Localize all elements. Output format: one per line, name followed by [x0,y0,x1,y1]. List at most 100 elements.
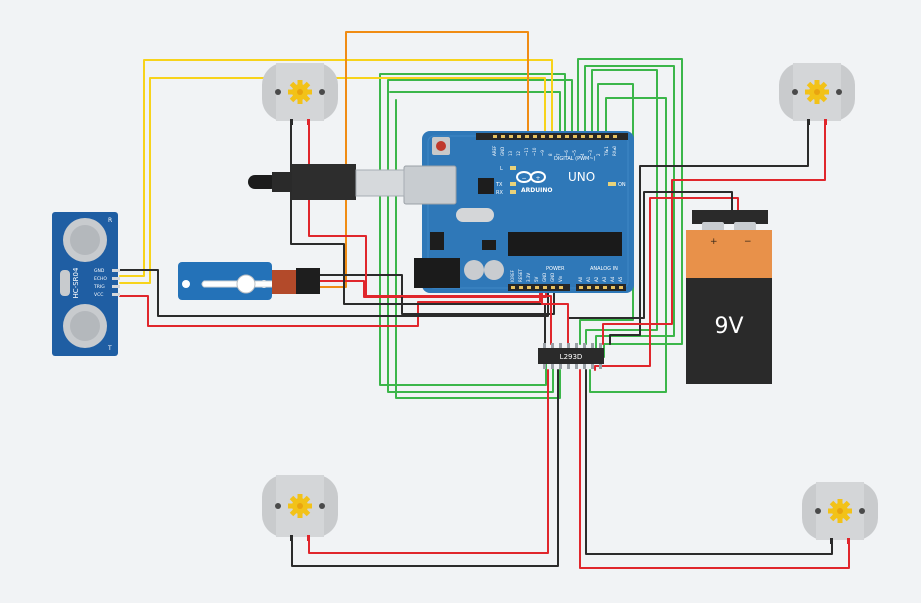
header-pin[interactable] [613,135,617,138]
red-wire[interactable] [541,287,569,345]
header-pin[interactable] [533,135,537,138]
power-wires[interactable] [119,120,850,569]
yellow-wire[interactable] [119,77,546,284]
driver-leg[interactable] [591,343,594,349]
battery-9v[interactable]: + − 9V [686,210,772,384]
driver-leg[interactable] [583,343,586,349]
driver-leg[interactable] [567,363,570,369]
dc-motor[interactable] [779,63,855,125]
header-pin[interactable] [543,286,547,289]
motor-terminal[interactable] [307,535,310,541]
header-pin[interactable] [597,135,601,138]
header-pin[interactable] [549,135,553,138]
sensor-pin[interactable] [112,285,120,288]
header-pin[interactable] [603,286,607,289]
header-pin[interactable] [557,135,561,138]
reset-button-cap[interactable] [436,141,446,151]
driver-leg[interactable] [543,343,546,349]
sensor-pin[interactable] [112,277,120,280]
sensor-pin[interactable] [112,293,120,296]
yellow-wire[interactable] [119,59,553,277]
driver-leg[interactable] [559,343,562,349]
driver-leg[interactable] [551,343,554,349]
orange-wire[interactable] [319,31,529,288]
motor-terminal[interactable] [847,538,850,544]
red-wire[interactable] [602,120,826,345]
motor-terminal[interactable] [290,535,293,541]
green-wire[interactable] [395,99,561,399]
driver-leg[interactable] [575,343,578,349]
signal-wires[interactable] [119,31,553,288]
header-pin[interactable] [589,135,593,138]
black-wire[interactable] [299,274,555,315]
sensor-pin[interactable] [112,269,120,272]
green-wire[interactable] [589,97,667,393]
driver-leg[interactable] [575,363,578,369]
red-wire[interactable] [308,369,549,554]
header-pin[interactable] [511,286,515,289]
header-pin[interactable] [527,286,531,289]
motor-terminal[interactable] [307,119,310,125]
battery-terminal-plus[interactable] [702,222,724,232]
motor-terminal[interactable] [824,119,827,125]
l293d-driver[interactable]: L293D [538,343,604,369]
header-pin[interactable] [519,286,523,289]
header-pin[interactable] [587,286,591,289]
green-wire[interactable] [577,58,683,358]
driver-leg[interactable] [551,363,554,369]
servo-motor[interactable] [178,262,320,300]
header-pin[interactable] [551,286,555,289]
green-wire[interactable] [389,91,561,136]
dc-motor[interactable] [262,63,338,125]
battery-terminal-minus[interactable] [734,222,756,232]
motor-terminal[interactable] [830,538,833,544]
header-pin[interactable] [541,135,545,138]
servo-connector[interactable] [296,268,320,294]
header-pin[interactable] [579,286,583,289]
red-wire[interactable] [119,287,541,327]
driver-leg[interactable] [559,363,562,369]
header-pin[interactable] [509,135,513,138]
green-wire[interactable] [584,65,675,358]
driver-leg[interactable] [591,363,594,369]
usb-cable[interactable] [248,164,405,200]
motor-terminal[interactable] [807,119,810,125]
black-wire[interactable] [291,369,559,567]
black-wire[interactable] [585,369,833,555]
green-wire[interactable] [379,73,566,386]
header-pin[interactable] [493,135,497,138]
driver-leg[interactable] [599,343,602,349]
analog-header[interactable] [576,284,626,291]
dc-motors[interactable] [262,63,878,544]
driver-leg[interactable] [567,343,570,349]
header-pin[interactable] [559,286,563,289]
black-wire[interactable] [609,120,809,345]
header-pin[interactable] [573,135,577,138]
header-pin[interactable] [565,135,569,138]
dc-motor[interactable] [802,482,878,544]
driver-leg[interactable] [599,363,602,369]
green-wire[interactable] [387,79,573,393]
red-wire[interactable] [299,280,547,298]
green-wire[interactable] [585,69,658,345]
header-pin[interactable] [501,135,505,138]
header-pin[interactable] [595,286,599,289]
driver-leg[interactable] [583,363,586,369]
motor-terminal[interactable] [290,119,293,125]
header-pin[interactable] [525,135,529,138]
header-pin[interactable] [517,135,521,138]
driver-leg[interactable] [543,363,546,369]
dc-motor[interactable] [262,475,338,541]
header-pin[interactable] [605,135,609,138]
header-pin[interactable] [611,286,615,289]
red-wire[interactable] [594,197,739,371]
black-wire[interactable] [119,269,549,317]
black-wire[interactable] [290,120,546,345]
red-wire[interactable] [579,369,850,569]
header-pin[interactable] [581,135,585,138]
header-pin[interactable] [535,286,539,289]
header-pin[interactable] [619,286,623,289]
